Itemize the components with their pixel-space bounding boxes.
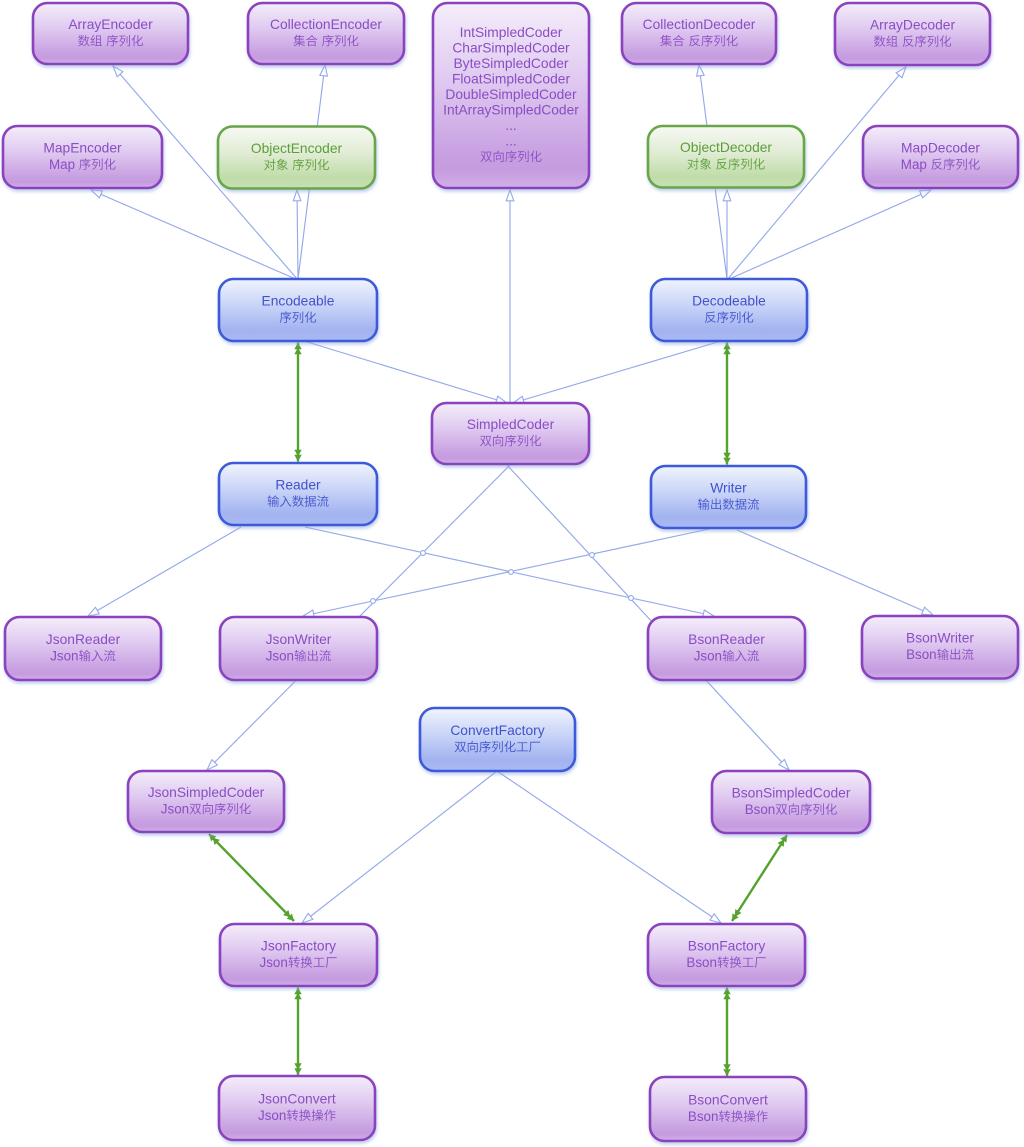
svg-text:ObjectDecoder: ObjectDecoder — [680, 140, 772, 155]
svg-text:JsonConvert: JsonConvert — [258, 1091, 336, 1106]
svg-text:Writer: Writer — [710, 480, 747, 495]
svg-text:Decodeable: Decodeable — [692, 293, 766, 308]
svg-text:JsonSimpledCoder: JsonSimpledCoder — [148, 785, 265, 800]
svg-text:BsonWriter: BsonWriter — [906, 631, 974, 646]
svg-text:Reader: Reader — [275, 477, 321, 492]
svg-text:Map: Map — [901, 157, 927, 172]
svg-text:BsonConvert: BsonConvert — [688, 1092, 768, 1107]
svg-text:JsonReader: JsonReader — [46, 632, 121, 647]
svg-text:CollectionEncoder: CollectionEncoder — [270, 17, 382, 32]
svg-text:ArrayEncoder: ArrayEncoder — [68, 17, 153, 32]
svg-text:Json: Json — [266, 648, 294, 663]
svg-text:...: ... — [505, 118, 517, 133]
svg-text:Json: Json — [50, 648, 78, 663]
svg-text:MapDecoder: MapDecoder — [901, 140, 980, 155]
svg-text:DoubleSimpledCoder: DoubleSimpledCoder — [445, 87, 577, 102]
svg-text:IntSimpledCoder: IntSimpledCoder — [460, 25, 563, 40]
svg-text:CharSimpledCoder: CharSimpledCoder — [452, 41, 570, 56]
svg-text:Bson: Bson — [745, 802, 776, 817]
svg-text:Json: Json — [161, 801, 189, 816]
svg-text:FloatSimpledCoder: FloatSimpledCoder — [452, 72, 571, 87]
svg-text:BsonFactory: BsonFactory — [688, 938, 766, 953]
svg-text:MapEncoder: MapEncoder — [43, 140, 122, 155]
svg-text:Map: Map — [49, 157, 75, 172]
svg-text:Bson: Bson — [686, 955, 717, 970]
svg-text:BsonSimpledCoder: BsonSimpledCoder — [732, 785, 851, 800]
svg-text:...: ... — [505, 134, 517, 149]
svg-text:Bson: Bson — [906, 647, 937, 662]
svg-text:Bson: Bson — [688, 1109, 719, 1124]
svg-text:IntArraySimpledCoder: IntArraySimpledCoder — [443, 103, 579, 118]
svg-text:BsonReader: BsonReader — [688, 632, 765, 647]
svg-text:ByteSimpledCoder: ByteSimpledCoder — [453, 56, 568, 71]
svg-text:JsonWriter: JsonWriter — [266, 632, 332, 647]
svg-text:ArrayDecoder: ArrayDecoder — [870, 17, 956, 32]
svg-text:JsonFactory: JsonFactory — [261, 938, 336, 953]
svg-text:Json: Json — [694, 648, 722, 663]
svg-text:ConvertFactory: ConvertFactory — [450, 723, 544, 738]
svg-text:SimpledCoder: SimpledCoder — [467, 417, 555, 432]
svg-text:ObjectEncoder: ObjectEncoder — [251, 141, 343, 156]
svg-text:Json: Json — [258, 1108, 286, 1123]
svg-text:Encodeable: Encodeable — [262, 293, 335, 308]
svg-text:CollectionDecoder: CollectionDecoder — [643, 17, 756, 32]
svg-text:Json: Json — [260, 955, 288, 970]
